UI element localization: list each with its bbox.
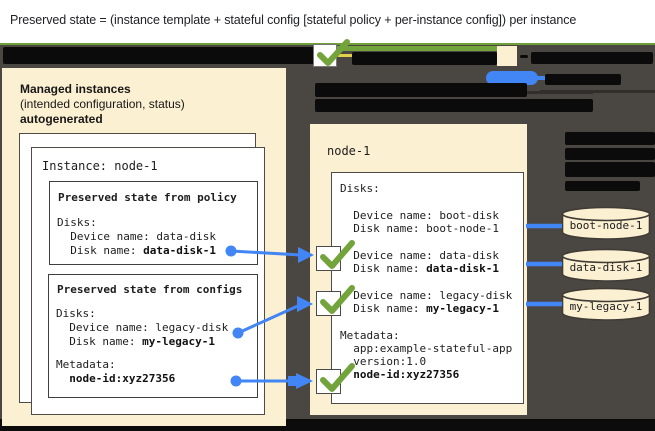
redacted-text <box>565 148 655 160</box>
disk-icon <box>561 206 651 240</box>
policy-disks-label: Disks: <box>57 216 97 229</box>
legend-cream-swatch <box>497 46 517 66</box>
disk-label: data-disk-1 <box>569 261 643 274</box>
redacted-text <box>531 52 653 64</box>
redacted-text <box>565 181 640 191</box>
boot-device-line: Device name: boot-disk <box>340 209 499 222</box>
disk-label: boot-node-1 <box>569 219 643 232</box>
checkmark-box-metadata <box>316 369 341 394</box>
data-device-line: Device name: data-disk <box>340 249 499 262</box>
metadata-app-line: app:example-stateful-app <box>340 342 513 355</box>
redacted-text <box>3 47 315 64</box>
redacted-text <box>540 90 655 93</box>
left-panel-subheading2: autogenerated <box>20 112 103 126</box>
data-disk-line: Disk name: data-disk-1 <box>340 262 499 275</box>
disk-cylinder-data: data-disk-1 <box>561 248 651 282</box>
node-title: node-1 <box>327 144 371 158</box>
node-metadata-label: Metadata: <box>340 329 400 342</box>
left-panel-subheading: (intended configuration, status) <box>20 97 185 111</box>
configs-device-line: Device name: legacy-disk <box>56 321 229 334</box>
left-panel-heading: Managed instances <box>20 82 131 96</box>
policy-box-title: Preserved state from policy <box>58 191 237 204</box>
legend-yellow-line <box>338 54 364 57</box>
configs-disks-label: Disks: <box>56 307 96 320</box>
disk-cylinder-boot: boot-node-1 <box>561 206 651 240</box>
metadata-node-line: node-id:xyz27356 <box>353 368 460 381</box>
node-disks-label: Disks: <box>340 182 380 195</box>
redacted-text <box>352 52 497 65</box>
legacy-disk-line: Disk name: my-legacy-1 <box>340 302 499 315</box>
configs-metadata-label: Metadata: <box>56 358 116 371</box>
checkmark-box-data-disk <box>316 246 341 271</box>
redacted-text <box>527 91 593 94</box>
configs-box-title: Preserved state from configs <box>57 283 243 296</box>
redacted-text <box>545 74 621 85</box>
redacted-blue-link <box>486 71 538 85</box>
checkmark-box-legacy-disk <box>316 291 341 316</box>
redacted-text <box>315 99 593 112</box>
preserved-state-policy-box <box>49 181 258 265</box>
disk-icon <box>561 248 651 282</box>
configs-metadata-line: node-id:xyz27356 <box>69 372 176 385</box>
disk-icon <box>561 287 651 321</box>
disk-label: my-legacy-1 <box>569 300 643 313</box>
configs-disk-line: Disk name: my-legacy-1 <box>56 335 215 348</box>
policy-disk-line: Disk name: data-disk-1 <box>57 244 216 257</box>
redacted-text <box>565 132 655 145</box>
metadata-version-line: version:1.0 <box>340 355 427 368</box>
preserved-state-configs-box <box>48 274 258 398</box>
legend-checkmark-box <box>313 44 337 67</box>
legacy-device-line: Device name: legacy-disk <box>340 289 513 302</box>
legend-green-arrow <box>337 46 498 51</box>
arrow-stem <box>288 376 298 386</box>
disk-cylinder-legacy: my-legacy-1 <box>561 287 651 321</box>
policy-device-line: Device name: data-disk <box>57 230 216 243</box>
node-disks-box <box>331 172 524 404</box>
redacted-text <box>315 83 527 97</box>
boot-disk-line: Disk name: boot-node-1 <box>340 222 499 235</box>
legend-equals <box>520 55 528 58</box>
page-title: Preserved state = (instance template + s… <box>10 13 577 27</box>
instance-title: Instance: node-1 <box>42 159 158 173</box>
title-bar: Preserved state = (instance template + s… <box>0 0 655 43</box>
redacted-text <box>565 162 655 177</box>
